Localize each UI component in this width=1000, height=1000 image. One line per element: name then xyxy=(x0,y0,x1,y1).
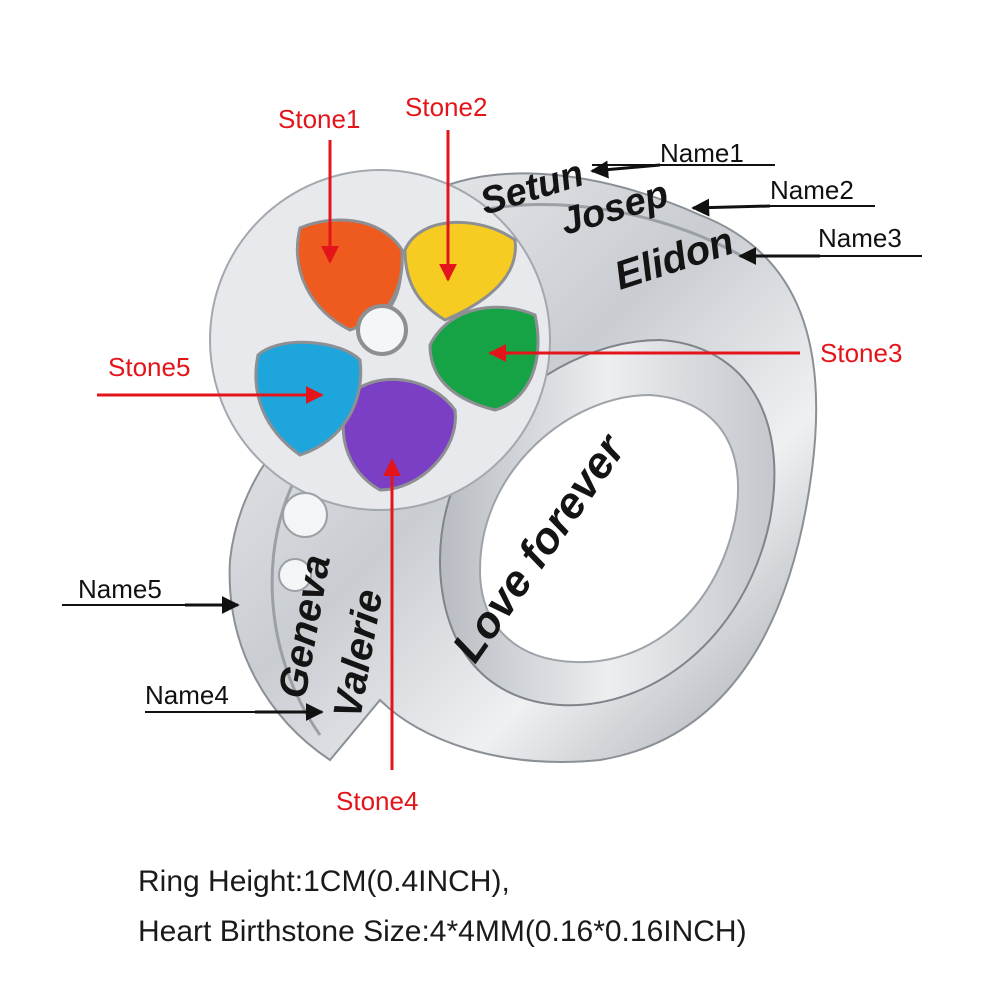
name5-label: Name5 xyxy=(78,574,162,604)
name1-label: Name1 xyxy=(660,138,744,168)
stone3-label: Stone3 xyxy=(820,338,903,368)
stone2-label: Stone2 xyxy=(405,92,488,122)
stone1-label: Stone1 xyxy=(278,104,361,134)
center-stone xyxy=(356,304,408,356)
ring-height-spec: Ring Height:1CM(0.4INCH), xyxy=(138,865,510,898)
stone4-shape xyxy=(341,377,457,492)
accent-stone-2 xyxy=(278,558,312,592)
stone5-label: Stone5 xyxy=(108,352,191,382)
accent-stone-1 xyxy=(282,492,328,538)
name2-leader xyxy=(691,198,771,217)
band-groove-2 xyxy=(270,469,322,736)
name4-label: Name4 xyxy=(145,680,229,710)
name2-label: Name2 xyxy=(770,175,854,205)
name1-leader xyxy=(590,160,661,179)
flower-setting xyxy=(209,169,551,511)
band-hole xyxy=(478,393,740,664)
name3-label: Name3 xyxy=(818,223,902,253)
stone4-label: Stone4 xyxy=(336,786,419,816)
stone-size-spec: Heart Birthstone Size:4*4MM(0.16*0.16INC… xyxy=(138,915,747,948)
stone3-shape xyxy=(428,305,540,412)
